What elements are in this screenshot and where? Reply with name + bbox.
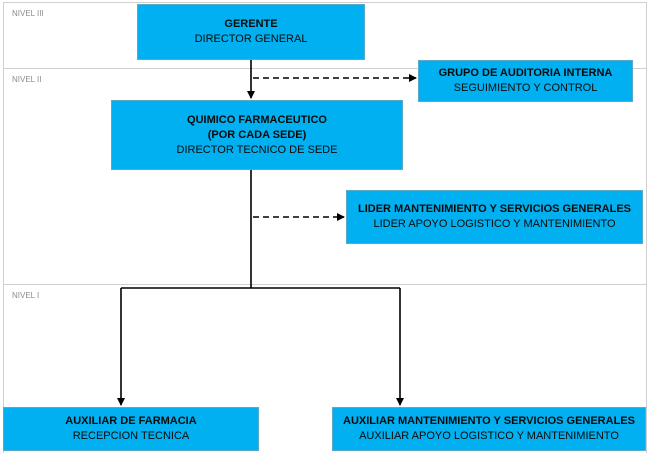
level-band-ii: NIVEL II xyxy=(3,68,647,284)
lider-title: LIDER MANTENIMIENTO Y SERVICIOS GENERALE… xyxy=(357,203,631,215)
gerente-title: GERENTE xyxy=(224,18,278,30)
gerente-subtitle: DIRECTOR GENERAL xyxy=(194,33,308,45)
level-label-ii: NIVEL II xyxy=(12,75,42,84)
lider-box: LIDER MANTENIMIENTO Y SERVICIOS GENERALE… xyxy=(346,190,643,244)
quimico-subtitle: DIRECTOR TECNICO DE SEDE xyxy=(176,143,338,156)
auditoria-title: GRUPO DE AUDITORIA INTERNA xyxy=(438,67,613,79)
level-band-iii: NIVEL III xyxy=(3,2,647,68)
auxiliar-farmacia-box: AUXILIAR DE FARMACIA RECEPCION TECNICA xyxy=(3,407,259,451)
auxiliar-mantenimiento-box: AUXILIAR MANTENIMIENTO Y SERVICIOS GENER… xyxy=(332,407,646,451)
level-label-i: NIVEL I xyxy=(12,291,40,300)
auxiliar-farmacia-subtitle: RECEPCION TECNICA xyxy=(72,430,190,442)
auxiliar-mantenimiento-subtitle: AUXILIAR APOYO LOGISTICO Y MANTENIMIENTO xyxy=(359,430,619,442)
auxiliar-mantenimiento-title: AUXILIAR MANTENIMIENTO Y SERVICIOS GENER… xyxy=(343,415,635,427)
auditoria-box: GRUPO DE AUDITORIA INTERNA SEGUIMIENTO Y… xyxy=(418,60,633,102)
quimico-title-line1: QUIMICO FARMACEUTICO xyxy=(187,113,327,126)
quimico-title-line2: (POR CADA SEDE) xyxy=(207,128,307,141)
level-band-i: NIVEL I xyxy=(3,284,647,453)
auxiliar-farmacia-title: AUXILIAR DE FARMACIA xyxy=(65,415,197,427)
quimico-box: QUIMICO FARMACEUTICO (POR CADA SEDE) DIR… xyxy=(111,100,403,170)
auditoria-subtitle: SEGUIMIENTO Y CONTROL xyxy=(453,82,598,94)
gerente-box: GERENTE DIRECTOR GENERAL xyxy=(137,4,365,60)
lider-subtitle: LIDER APOYO LOGISTICO Y MANTENIMIENTO xyxy=(373,218,616,230)
level-label-iii: NIVEL III xyxy=(12,9,44,18)
